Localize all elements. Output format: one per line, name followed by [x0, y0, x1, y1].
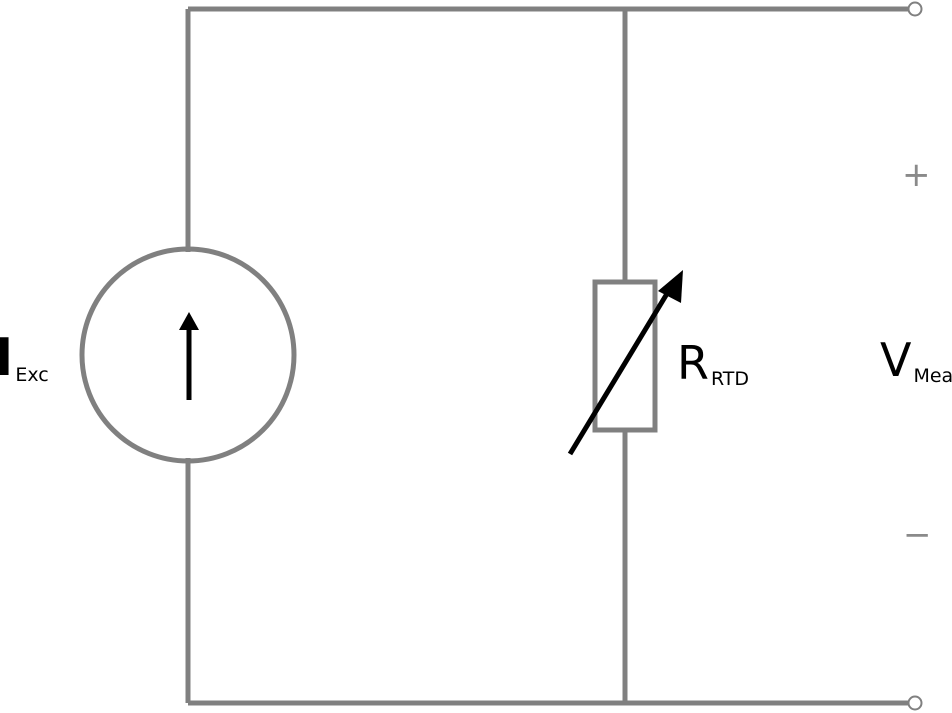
variable-resistor-arrow-icon	[567, 270, 683, 456]
negative-sign: −	[903, 515, 932, 555]
current-source-circle	[79, 246, 297, 464]
rtd-resistor-body	[592, 279, 658, 433]
current-source-subscript: Exc	[15, 364, 49, 386]
measured-voltage-subscript: Meas	[913, 365, 952, 387]
measured-voltage-label: VMeas	[880, 337, 952, 386]
rtd-resistor-symbol: R	[677, 336, 709, 390]
measured-voltage-symbol: V	[880, 333, 912, 387]
negative-terminal	[907, 695, 923, 711]
positive-sign: +	[902, 155, 931, 195]
rtd-resistor-subscript: RTD	[710, 368, 750, 390]
positive-terminal	[907, 1, 923, 17]
current-direction-arrow-icon	[179, 312, 199, 400]
current-source-symbol: I	[0, 328, 14, 388]
